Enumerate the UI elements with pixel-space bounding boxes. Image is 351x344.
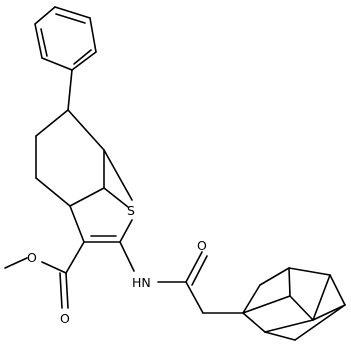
amide-group xyxy=(119,241,244,314)
ester-ether-oxygen-label: O xyxy=(27,250,37,265)
amine-atom-label: HN xyxy=(132,275,151,290)
phenyl-ring xyxy=(34,6,97,71)
cyclohexene-ring xyxy=(35,109,105,207)
adamantane-cage xyxy=(242,267,346,341)
thiophene-ring xyxy=(69,149,133,243)
sulfur-atom-label: S xyxy=(127,203,135,218)
ester-group xyxy=(4,241,85,309)
ester-carbonyl-oxygen-label: O xyxy=(60,311,70,326)
amide-oxygen-label: O xyxy=(197,238,207,253)
phenyl-link-bond xyxy=(67,69,73,111)
